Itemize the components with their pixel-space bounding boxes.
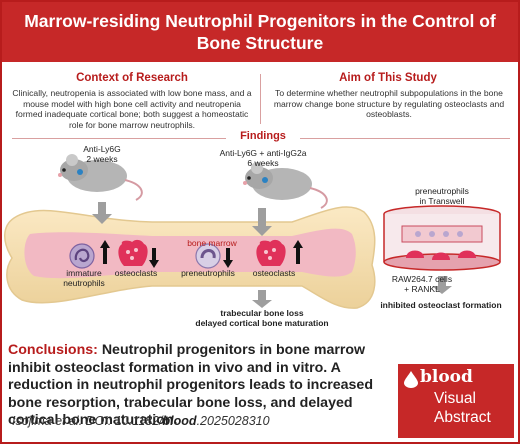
preneutrophils-label: preneutrophils	[181, 268, 235, 278]
mouse-icon	[243, 162, 328, 209]
brand-box	[398, 364, 514, 438]
conclusions-block: Conclusions: Neutrophil progenitors in b…	[8, 342, 388, 430]
arrow-up-icon	[100, 240, 110, 248]
immature-label-line2: neutrophils	[63, 278, 105, 288]
immature-label-line1: immature	[66, 268, 102, 278]
mouse-icon	[58, 154, 143, 201]
arrow-down-icon	[258, 208, 266, 226]
findings-rule-left	[12, 138, 226, 139]
inhibited-label: inhibited osteoclast formation	[380, 300, 502, 310]
osteoclasts-label-2: osteoclasts	[252, 268, 296, 278]
arrow-down-icon	[438, 276, 446, 286]
citation-journal: blood	[162, 414, 197, 428]
transwell-icon	[383, 205, 501, 271]
context-title: Context of Research	[76, 72, 188, 84]
result-line2: delayed cortical bone maturation	[195, 318, 329, 328]
section-divider	[260, 74, 261, 124]
brand-visual: Visual	[434, 390, 476, 407]
findings-illustration	[4, 154, 501, 309]
page-title: Marrow-residing Neutrophil Progenitors i…	[24, 11, 496, 53]
brand-abstract: Abstract	[434, 409, 491, 426]
mouse1-label-line2: 2 weeks	[86, 154, 118, 164]
aim-text: To determine whether neutrophil subpopul…	[273, 88, 505, 119]
findings-rule-right	[300, 138, 510, 139]
brand-logo: blood	[420, 367, 473, 387]
header-banner: Marrow-residing Neutrophil Progenitors i…	[2, 2, 518, 62]
raw-label-line2: + RANKL	[404, 284, 440, 294]
result-line1: trabecular bone loss	[220, 308, 304, 318]
conclusions-label: Conclusions:	[8, 342, 98, 358]
mouse1-label-line1: Anti-Ly6G	[83, 144, 121, 154]
arrow-down-icon	[98, 202, 106, 214]
aim-title: Aim of This Study	[339, 72, 437, 84]
arrow-down-icon	[223, 260, 233, 268]
mouse2-label-line1: Anti-Ly6G + anti-IgG2a	[219, 148, 307, 158]
osteoclasts-label-1: osteoclasts	[114, 268, 158, 278]
conclusions-text: Neutrophil progenitors in bone marrow in…	[8, 342, 373, 428]
bone-marrow-label: bone marrow	[187, 238, 237, 248]
preneutrophil-icon	[195, 243, 221, 269]
osteoclast-icon	[118, 239, 148, 266]
context-text: Clinically, neutropenia is associated wi…	[12, 88, 252, 130]
citation: Isojima et al. DOI: 10.1182/blood.202502…	[12, 414, 270, 428]
raw-label-line1: RAW264.7 cells	[391, 274, 453, 284]
osteoclast-icon	[256, 239, 286, 266]
neutrophil-icon	[69, 243, 95, 269]
arrow-down-icon	[258, 290, 266, 300]
blood-drop-icon	[404, 371, 418, 388]
arrow-down-icon	[149, 260, 159, 268]
findings-label: Findings	[240, 130, 286, 142]
transwell-label-line1: preneutrophils	[415, 186, 469, 196]
citation-suffix: .2025028310	[196, 414, 270, 428]
arrow-up-icon	[293, 240, 303, 248]
citation-authors: Isojima et al. DOI: 10.1182/	[12, 414, 163, 428]
transwell-label-line2: in Transwell	[419, 196, 465, 206]
mouse2-label-line2: 6 weeks	[247, 158, 279, 168]
